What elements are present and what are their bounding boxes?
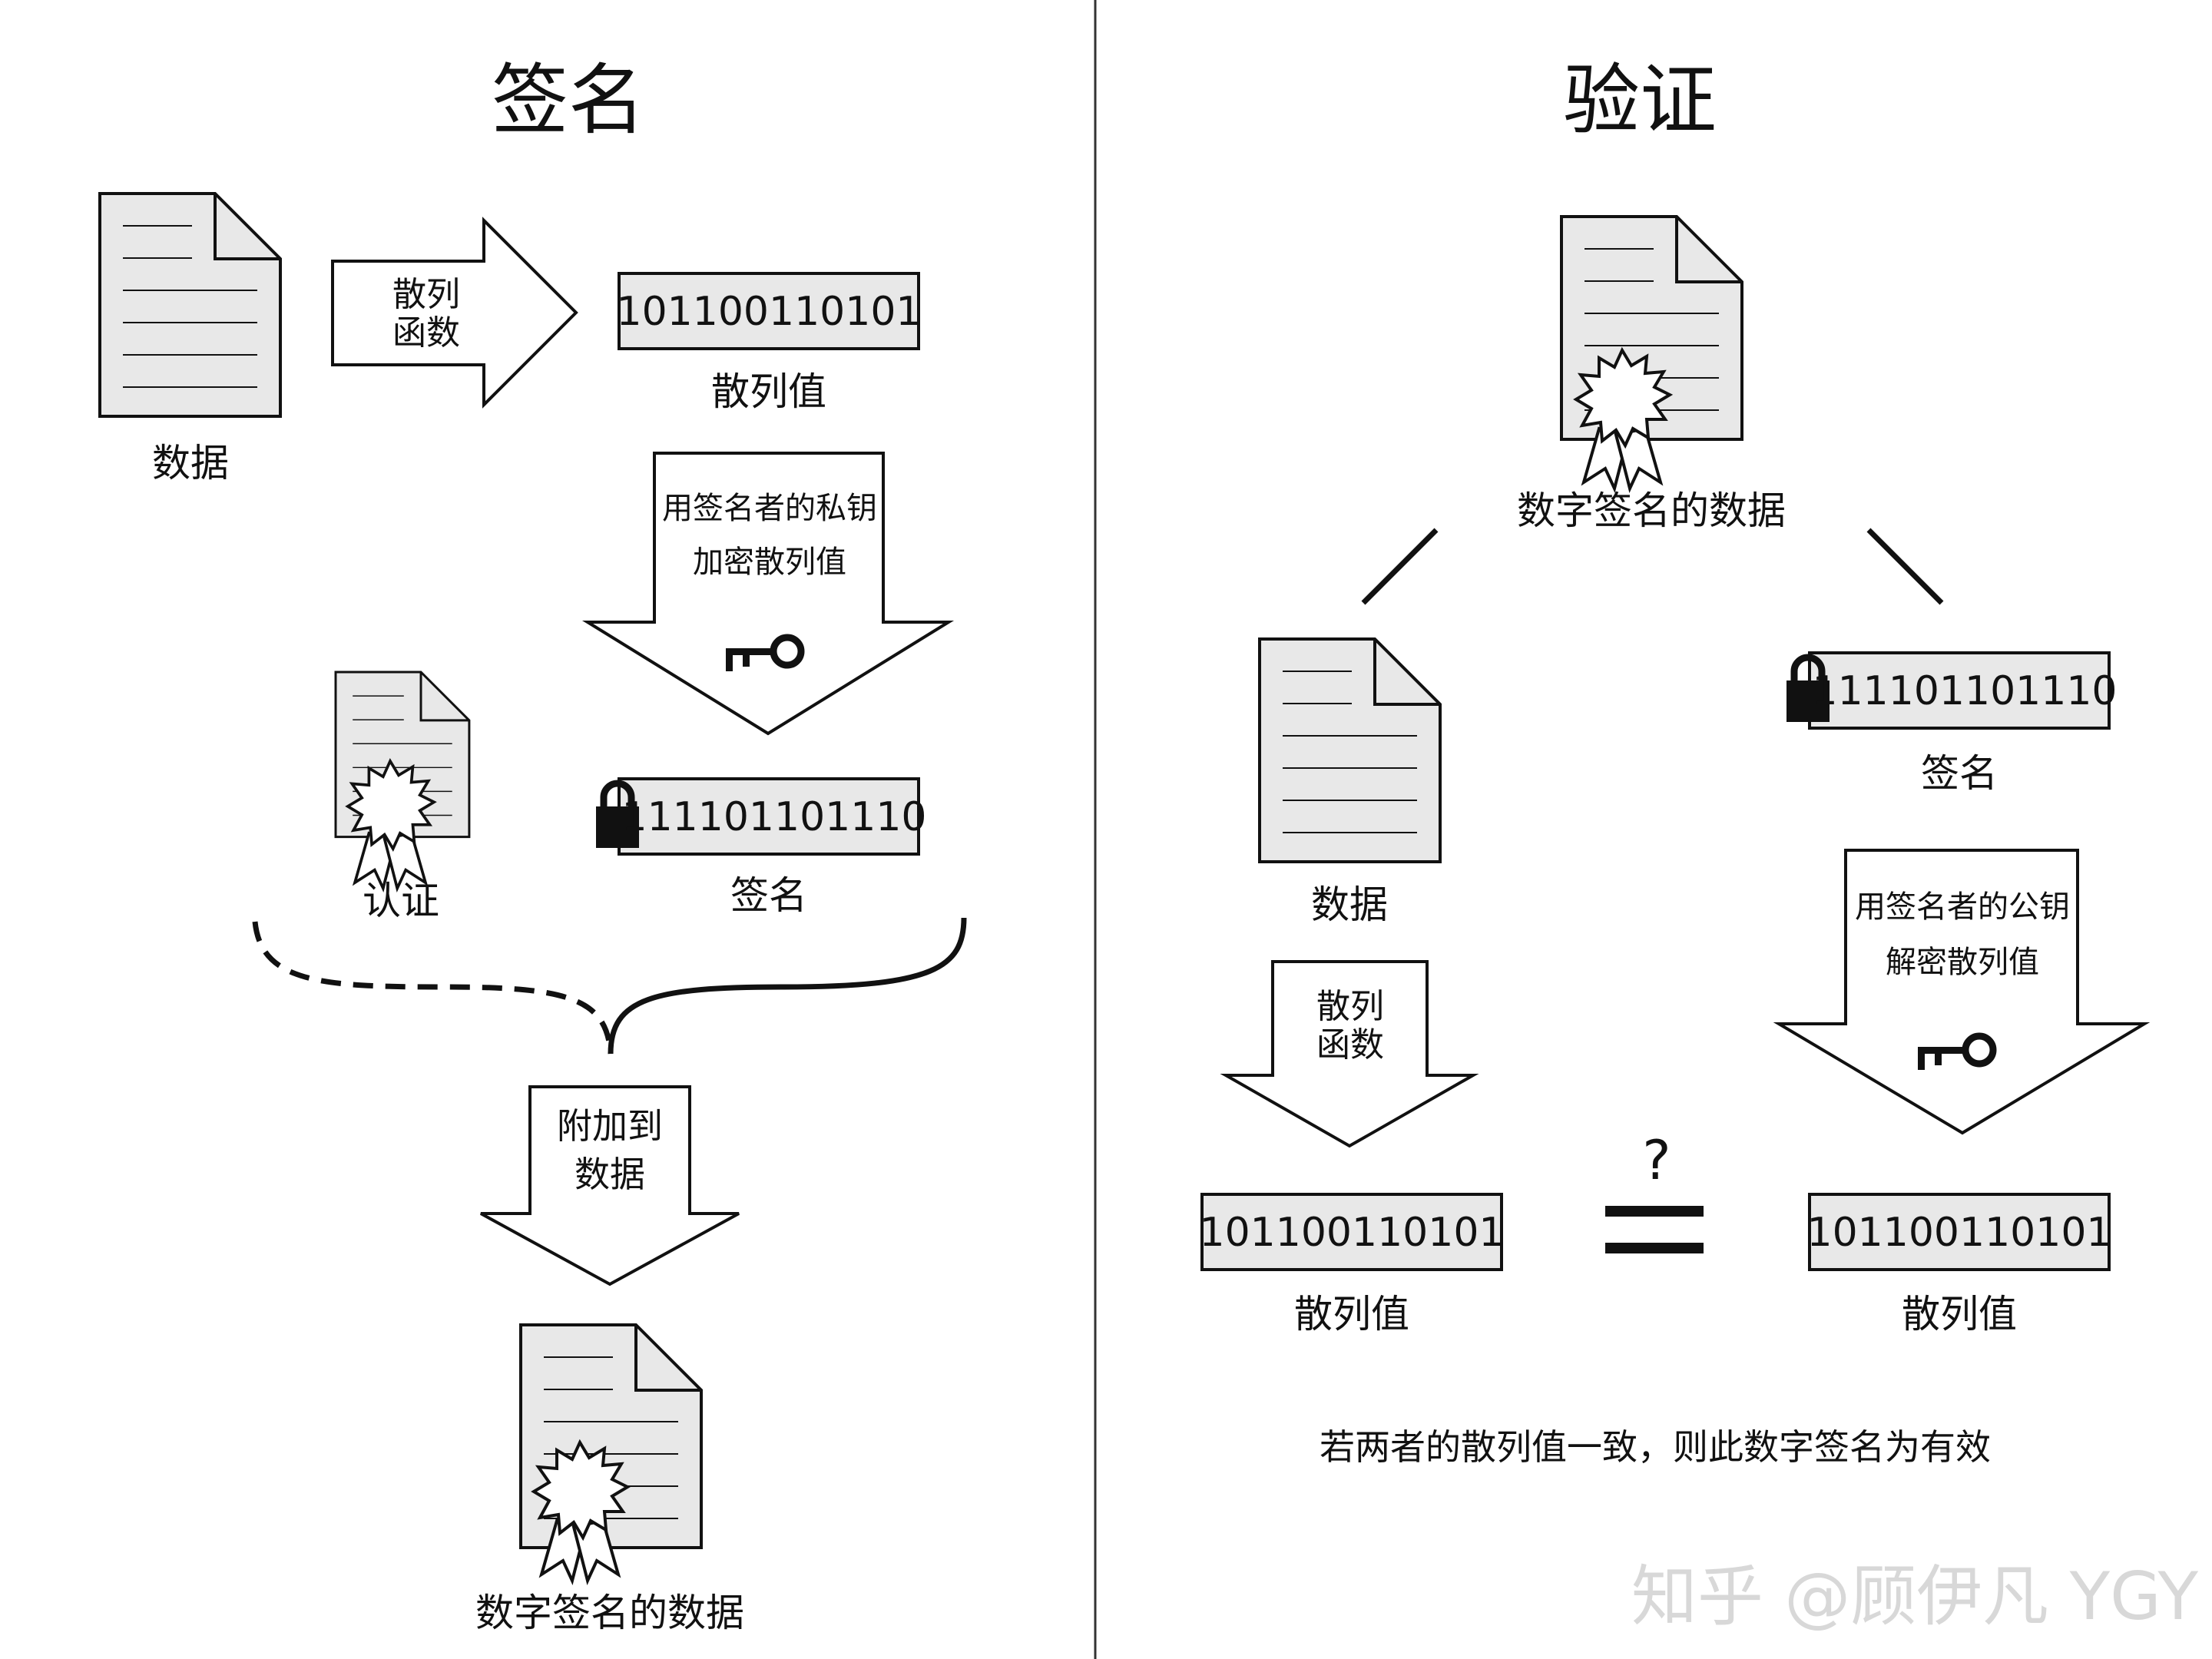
encrypt-arrow [581,452,955,736]
hash-left-value: 101100110101 [1199,1210,1504,1256]
brace-left-dashed [252,921,614,1055]
equals-top-bar [1605,1206,1704,1217]
hash-left-label: 散列值 [1294,1292,1409,1336]
hash-right-value: 101100110101 [1806,1210,2111,1256]
verify-title: 验证 [1563,55,1717,145]
sign-data-label: 数据 [152,441,229,485]
split-line-right [1866,528,1944,605]
decrypt-arrow [1773,849,2151,1135]
signature-label: 签名 [730,873,807,918]
attach-line1: 附加到 [557,1105,663,1147]
cert-label: 认证 [363,879,439,923]
hash-function-arrow [331,217,578,409]
document-icon [1258,637,1442,863]
encrypt-line1: 用签名者的私钥 [662,491,877,526]
verify-signed-label: 数字签名的数据 [1517,488,1786,533]
result-label: 数字签名的数据 [475,1591,744,1635]
question-mark: ? [1642,1129,1671,1192]
decrypt-line2: 解密散列值 [1886,945,2039,980]
verify-signature-box [1808,651,2111,730]
verify-hash-func-line2: 函数 [1316,1025,1384,1065]
hash-right-label: 散列值 [1902,1292,2017,1336]
document-icon [98,192,282,418]
verify-data-label: 数据 [1311,882,1388,927]
attach-arrow [480,1085,740,1286]
decrypt-line1: 用签名者的公钥 [1855,889,2070,925]
verify-signature-value: 111101101110 [1812,668,2117,714]
verify-signature-label: 签名 [1921,751,1998,796]
hash-left-box [1200,1193,1503,1271]
sign-title: 签名 [492,55,645,145]
hash-func-line2: 函数 [392,313,460,353]
attach-line2: 数据 [575,1154,645,1195]
hash-value-box [618,272,920,350]
brace-right-solid [608,917,967,1055]
split-line-left [1361,528,1439,605]
hash-func-line1: 散列 [392,275,460,314]
signature-value: 111101101110 [621,794,926,840]
hash-right-box [1808,1193,2111,1271]
hash-function-arrow [1220,960,1479,1148]
encrypt-line2: 加密散列值 [693,545,846,580]
hash-value: 101100110101 [616,289,921,335]
verify-conclusion: 若两者的散列值一致，则此数字签名为有效 [1320,1426,1991,1468]
watermark: 知乎 @顾伊凡 YGY [1631,1558,2199,1635]
equals-bottom-bar [1605,1243,1704,1253]
verify-hash-func-line1: 散列 [1316,987,1384,1026]
hash-value-label: 散列值 [711,369,826,414]
